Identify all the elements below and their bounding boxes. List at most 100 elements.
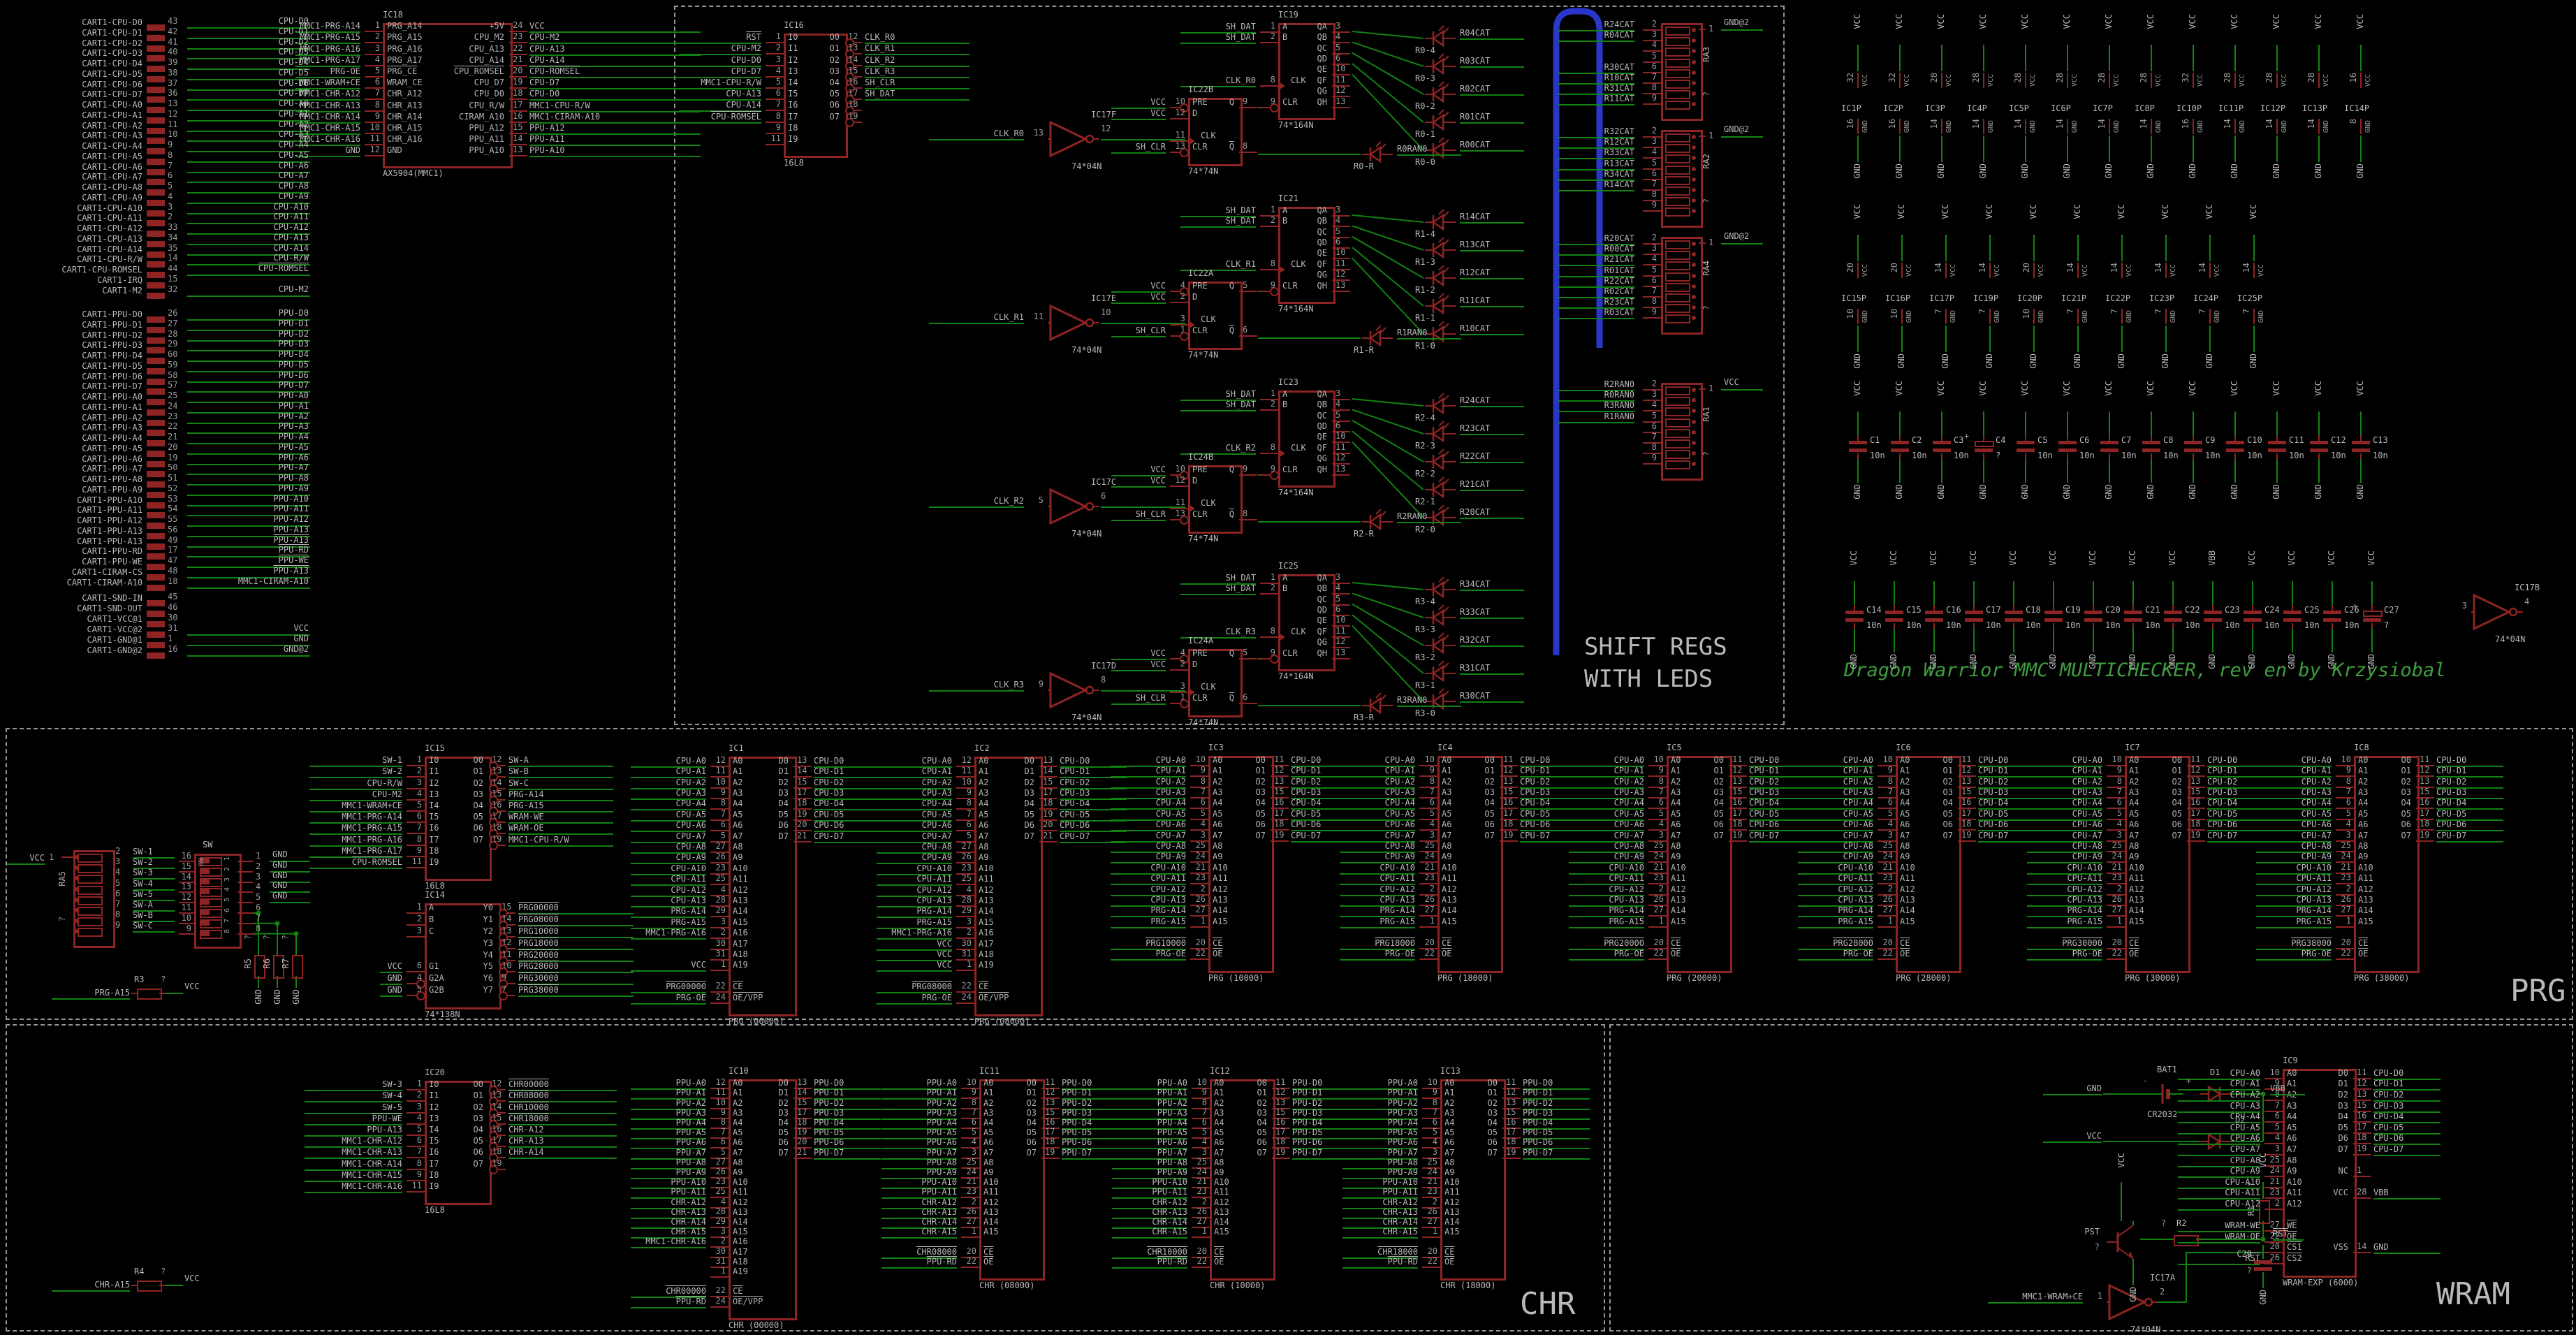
pin-name: CE	[2129, 938, 2139, 948]
pin-name: A10	[1213, 862, 1228, 873]
pin-stub	[1901, 263, 1903, 278]
pin-stub	[1983, 435, 1984, 441]
cart-net-label: PPU-D4	[278, 349, 309, 359]
cart-pin-number: 51	[168, 473, 178, 483]
pin-net: CPU-R/W	[309, 778, 402, 790]
pin-name: A14	[1442, 905, 1457, 916]
pin-stub	[1272, 1157, 1290, 1159]
pin-stub	[509, 64, 527, 66]
chip-subtitle: 16L8	[784, 158, 804, 168]
pin-stub	[407, 1146, 425, 1148]
pin-stub	[956, 970, 974, 972]
power-gnd-name: GND	[2037, 310, 2045, 323]
pin-stub	[766, 99, 784, 101]
pin-name: PRE	[1192, 465, 1208, 474]
pin-name: Q	[1229, 693, 1234, 703]
pin-number: 1	[1432, 1226, 1437, 1236]
pin-number: 7	[1887, 786, 1893, 796]
cap-value: 10n	[2225, 620, 2240, 630]
pin-stub	[1239, 519, 1257, 520]
cap-plate-icon	[2254, 1267, 2272, 1271]
cart-pin-label: CART1-PPU-A4	[82, 433, 142, 443]
pin-stub	[497, 1146, 506, 1148]
pin-number: 1	[1200, 915, 1206, 926]
pin-stub	[407, 1134, 425, 1136]
cap-top-net: VCC	[2287, 550, 2297, 566]
pin-stub	[2025, 73, 2026, 88]
pin-name: O2	[1942, 776, 1953, 787]
pin-name: CE	[2358, 938, 2369, 948]
pin-name: VSS	[2333, 1242, 2348, 1253]
chip-title: IC9	[2283, 1056, 2298, 1065]
pin-stub	[237, 891, 253, 893]
chip-title: IC25	[1278, 561, 1298, 571]
pin-name: A12	[1214, 1197, 1229, 1207]
pin-number: 21	[2112, 861, 2122, 872]
pin-number: 9	[1200, 765, 1206, 775]
pin-stub	[407, 866, 425, 868]
pin-number: 13	[1732, 775, 1743, 786]
pin-stub	[1332, 614, 1350, 616]
dip-right-pin: 2	[256, 861, 261, 871]
pin-number: 6	[1243, 325, 1248, 335]
power-vcc-label: VCC	[1940, 204, 1950, 219]
rarray-pin: 9	[1651, 453, 1657, 463]
pin-name: QF	[1317, 442, 1327, 453]
rarray-net: R04CAT	[1558, 30, 1634, 43]
pin-net: PPU-RD	[881, 1257, 957, 1269]
cart-pin-label: CART1-CPU-D5	[82, 68, 142, 79]
pin-stub	[2353, 1176, 2371, 1178]
pin-number: 1	[775, 31, 781, 42]
pin-net: MMC1-CHR-A14	[305, 1159, 402, 1171]
invert-bubble-icon	[489, 795, 498, 805]
chip-title: IC22B	[1188, 85, 1214, 94]
chip-subtitle: PRG (18000)	[1437, 972, 1493, 983]
pin-name: QH	[1317, 280, 1327, 291]
pin-number: 22	[2341, 947, 2351, 958]
power-gnd-label: GND	[2204, 353, 2214, 369]
power-vcc-pin: 28	[2223, 73, 2232, 83]
power-vcc-name: VCC	[1861, 74, 1869, 87]
pin-number: 21	[797, 830, 807, 840]
dip-net: GND	[272, 880, 288, 891]
pin-name: OE/VPP	[979, 992, 1009, 1002]
pin-number: 23	[2269, 1187, 2280, 1197]
pin-name: O5	[1713, 808, 1724, 819]
power-vcc-label: VCC	[2020, 14, 2030, 29]
pin-name: O4	[1484, 798, 1495, 808]
invert-bubble-icon	[845, 38, 854, 48]
cart-pad	[147, 532, 165, 539]
chip-body-IC23	[1278, 391, 1335, 488]
dip-right-pin: 5	[256, 892, 261, 903]
pin-name: Q	[1229, 326, 1234, 335]
cart-net-label: PPU-A13	[273, 534, 309, 545]
pin-name: A8	[1900, 840, 1910, 851]
pin-number: 13	[513, 145, 523, 155]
pin-number: 11	[2357, 1067, 2367, 1077]
power-stub-id: IC11P	[2218, 103, 2244, 113]
net-wire	[187, 275, 310, 276]
rarray-label: RA5	[57, 871, 67, 887]
pin-name: CPU_R/W	[469, 100, 504, 110]
cap-gnd-label: GND	[1936, 484, 1946, 499]
pin-number: 6	[1335, 52, 1341, 63]
pin-number: 15	[1503, 786, 1514, 796]
resistor-element-icon	[78, 864, 103, 874]
pin-number: 20	[2112, 937, 2122, 947]
pin-stub	[1239, 107, 1257, 108]
pin-number: 10	[2269, 1067, 2280, 1077]
pin-name: A11	[1671, 873, 1686, 884]
pin-net: CHR00000	[508, 1079, 617, 1092]
led-label: R2-1	[1415, 497, 1435, 506]
cap-plate-icon	[1849, 448, 1867, 452]
pin-number: 4	[1180, 280, 1185, 290]
pin-net: VCC	[1111, 465, 1166, 476]
chip-subtitle: 74*164N	[1278, 488, 1314, 498]
cart-pin-label: CART1-SND-IN	[82, 593, 142, 603]
pin-name: QH	[1317, 96, 1327, 107]
cap-value: 10n	[1906, 620, 1922, 630]
power-gnd-label: GND	[1940, 353, 1950, 369]
pin-name: A15	[2358, 916, 2373, 926]
cart-pad	[147, 107, 165, 113]
pin-number: 13	[2420, 775, 2430, 786]
